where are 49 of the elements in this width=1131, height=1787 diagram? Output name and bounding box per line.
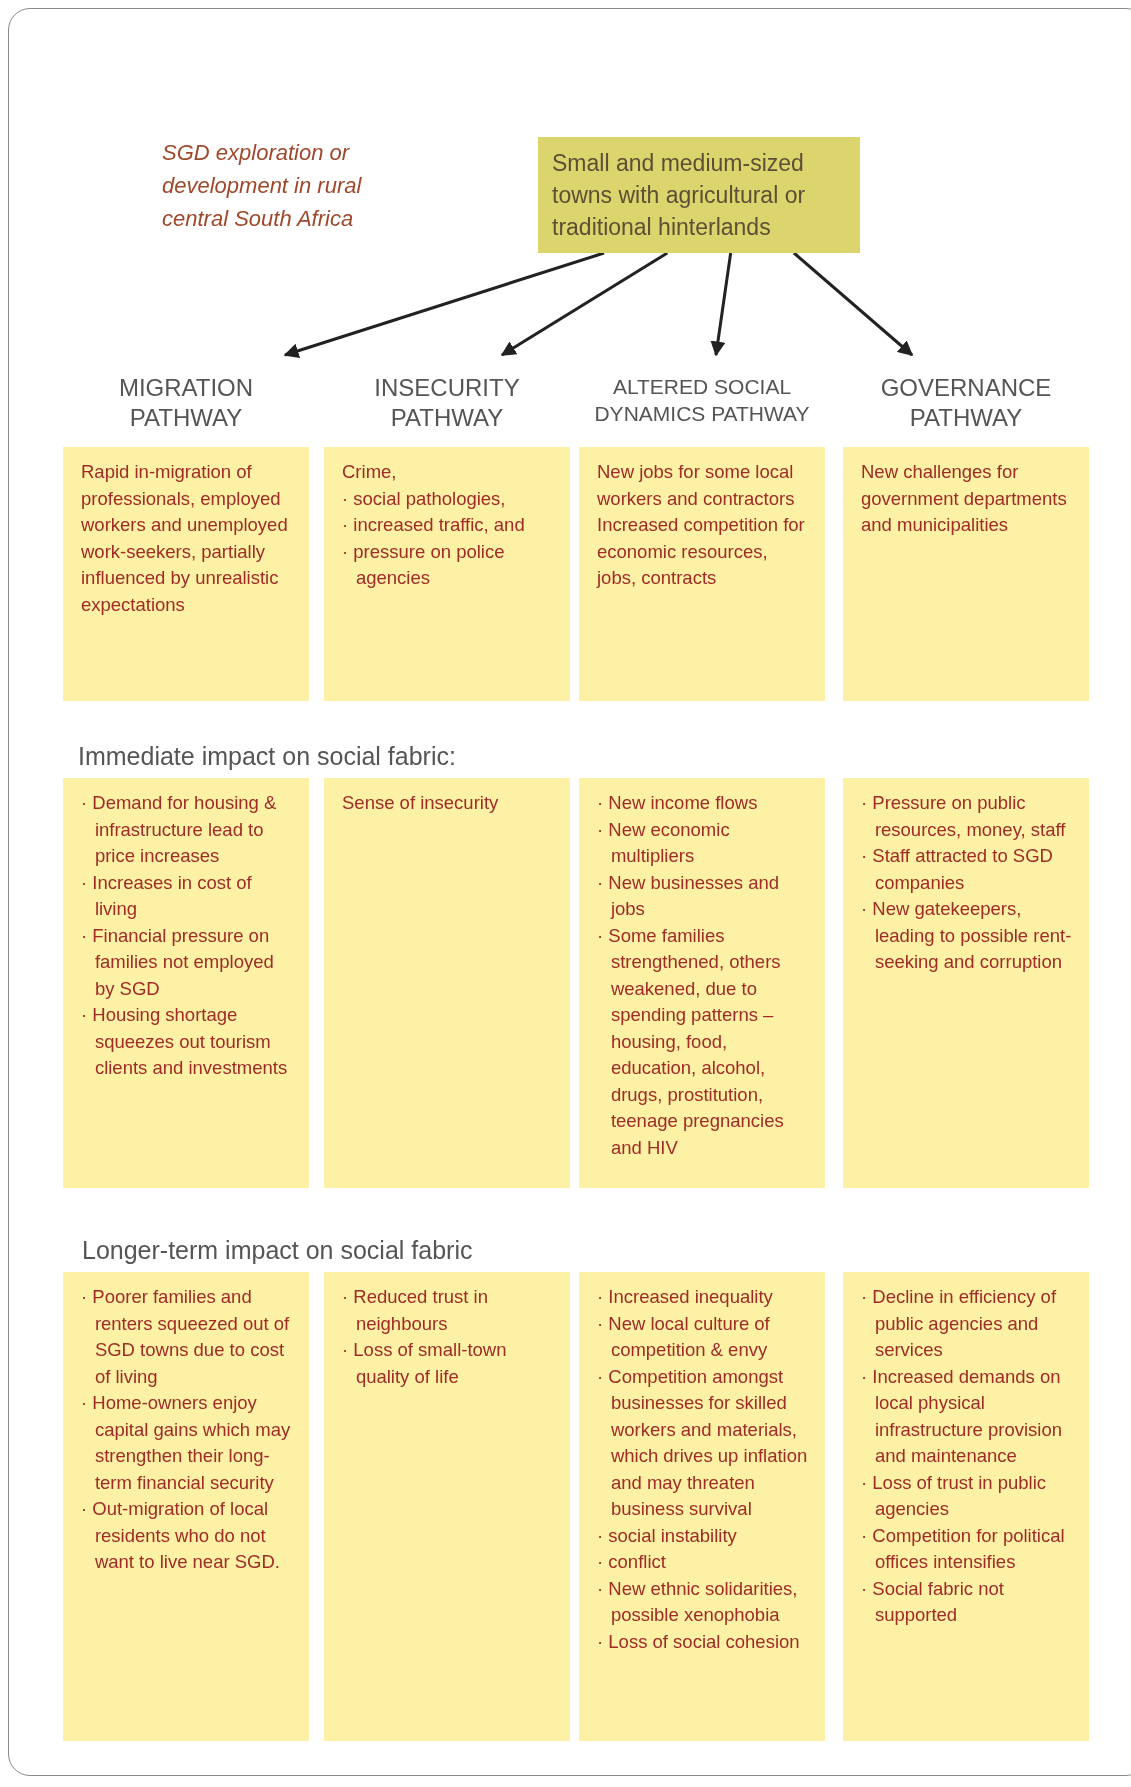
bullet-item: · conflict	[597, 1550, 667, 1574]
bullet-item: · New businesses and jobs	[597, 870, 780, 921]
bullet-item: · New gatekeepers, leading to possible rent-seeking and corruption	[861, 897, 1073, 974]
bullet-item: · Reduced trust in neighbours	[342, 1285, 489, 1336]
box-text: Increased competition for economic resources, jobs, contracts	[597, 513, 806, 590]
bullet-item: · Poorer families and renters squeezed out of SGD towns due to cost of living	[81, 1285, 291, 1389]
arrow	[283, 251, 605, 359]
bullet-item: · Loss of social cohesion	[597, 1629, 801, 1654]
section-heading: Longer-term impact on social fabric	[82, 1236, 473, 1265]
pathway-heading: INSECURITY PATHWAY	[373, 373, 521, 433]
arrow	[710, 252, 733, 357]
bullet-item: · Financial pressure on families not employed by SGD	[81, 923, 275, 1001]
bullet-item: · social pathologies,	[342, 486, 507, 511]
box-text: New challenges for government departments and municipalities	[861, 460, 1068, 537]
bullet-item: · Increases in cost of living	[81, 870, 253, 921]
bullet-item: · pressure on police agencies	[342, 539, 506, 590]
bullet-item: · New economic multipliers	[597, 817, 731, 868]
bullet-item: · Staff attracted to SGD companies	[861, 844, 1054, 895]
bullet-item: · Increased inequality	[597, 1285, 774, 1309]
bullet-item: · New income flows	[597, 791, 759, 815]
bullet-item: · social instability	[597, 1523, 738, 1548]
bullet-item: · Home-owners enjoy capital gains which may strengthen their long-term financial security	[81, 1391, 292, 1495]
bullet-item: · Competition for political offices intensifies	[861, 1523, 1066, 1574]
section-heading: Immediate impact on social fabric:	[78, 742, 456, 771]
bullet-item: · New ethnic solidarities, possible xenophobia	[597, 1576, 799, 1627]
bullet-item: · increased traffic, and	[342, 513, 526, 537]
bullet-item: · Some families strengthened, others weakened, due to spending patterns – housing, food, education, alcohol, drugs, prostitution, teenage pregnancies and HIV	[597, 923, 785, 1160]
arrow	[500, 251, 669, 357]
bullet-item: Sense of insecurity	[342, 791, 500, 815]
bullet-item: · Housing shortage squeezes out tourism clients and investments	[81, 1003, 289, 1080]
pathway-heading: GOVERNANCE PATHWAY	[879, 373, 1053, 433]
bullet-item: Crime,	[342, 460, 398, 484]
bullet-item: · Loss of trust in public agencies	[861, 1470, 1048, 1521]
town-box: Small and medium-sized towns with agricultural or traditional hinterlands	[538, 137, 860, 253]
box-text: Rapid in-migration of professionals, employed workers and unemployed work-seekers, partially influenced by unrealistic expectations	[81, 460, 289, 617]
bullet-item: · Social fabric not supported	[861, 1576, 1005, 1627]
arrow	[793, 251, 914, 357]
region-note: SGD exploration or development in rural central South Africa	[162, 139, 363, 233]
bullet-item: · Loss of small-town quality of life	[342, 1338, 508, 1389]
bullet-item: · Demand for housing & infrastructure lead to price increases	[81, 791, 278, 868]
bullet-item: · Out-migration of local residents who do not want to live near SGD.	[81, 1497, 281, 1574]
pathway-heading: ALTERED SOCIAL DYNAMICS PATHWAY	[593, 374, 811, 427]
box-text: New jobs for some local workers and contractors	[597, 460, 796, 511]
bullet-item: · Competition amongst businesses for skilled workers and materials, which drives up inflation and may threaten business survival	[597, 1364, 809, 1521]
bullet-item: · Increased demands on local physical infrastructure provision and maintenance	[861, 1364, 1063, 1468]
pathway-heading: MIGRATION PATHWAY	[117, 373, 255, 433]
bullet-item: · New local culture of competition & envy	[597, 1311, 771, 1362]
bullet-item: · Pressure on public resources, money, staff	[861, 791, 1067, 842]
bullet-item: · Decline in efficiency of public agencies and services	[861, 1285, 1058, 1362]
